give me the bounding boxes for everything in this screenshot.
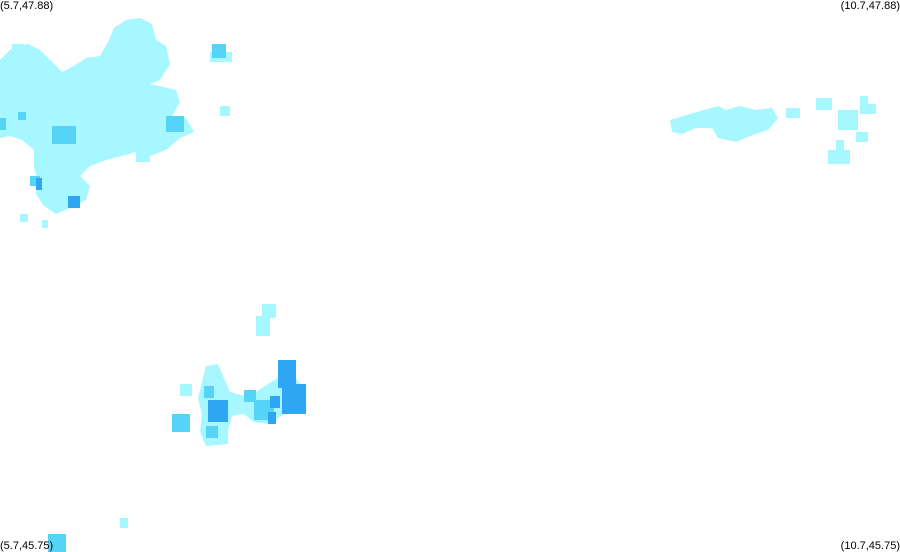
precip-cell-light xyxy=(866,104,876,114)
precip-cell-medium xyxy=(0,118,6,130)
precip-cell-medium xyxy=(172,414,190,432)
precip-cell-strong xyxy=(68,196,80,208)
precip-cell-light xyxy=(20,214,28,222)
precip-area-light xyxy=(670,106,778,142)
precip-cell-light xyxy=(136,148,150,162)
precip-cell-medium xyxy=(206,426,218,438)
precip-cluster-central xyxy=(172,304,306,446)
precip-cell-light xyxy=(256,316,270,336)
precip-cell-medium xyxy=(212,44,226,58)
precip-cell-light xyxy=(180,384,192,396)
precip-cell-light xyxy=(828,150,850,164)
precip-cell-strong xyxy=(278,360,296,388)
precip-area-light xyxy=(198,364,300,446)
precip-cell-light xyxy=(856,132,868,142)
precip-cell-light xyxy=(816,98,832,110)
corner-coordinate-top-right: (10.7,47.88) xyxy=(840,0,900,12)
precip-cluster-south xyxy=(48,518,128,552)
precip-cell-strong xyxy=(282,384,306,414)
precip-cell-medium xyxy=(30,176,40,186)
precip-cell-strong xyxy=(268,412,276,424)
precip-cell-medium xyxy=(52,126,76,144)
precip-cluster-northeast xyxy=(670,96,876,164)
precip-cell-light xyxy=(262,304,276,318)
precip-cell-light xyxy=(786,108,800,118)
precip-cell-light xyxy=(120,518,128,528)
corner-coordinate-bottom-right: (10.7,45.75) xyxy=(840,540,900,552)
precip-cell-medium xyxy=(48,534,66,552)
precip-cell-medium xyxy=(18,112,26,120)
precip-cell-medium xyxy=(166,116,184,132)
precip-cell-strong xyxy=(270,396,280,408)
precip-cell-medium xyxy=(204,386,214,398)
precip-cell-light xyxy=(838,110,858,130)
precip-cell-strong xyxy=(208,400,228,422)
precip-cell-light xyxy=(836,140,844,150)
precip-cell-light xyxy=(42,220,48,228)
precip-cell-light xyxy=(12,44,24,54)
corner-coordinate-bottom-left: (5.7,45.75) xyxy=(0,540,54,552)
precip-area-light xyxy=(0,18,194,214)
precip-cell-light xyxy=(860,96,868,114)
precip-cluster-northwest xyxy=(0,18,232,228)
corner-coordinate-top-left: (5.7,47.88) xyxy=(0,0,54,12)
precip-cell-strong xyxy=(36,178,42,190)
precip-cell-medium xyxy=(244,390,256,402)
precip-cell-light xyxy=(220,106,230,116)
